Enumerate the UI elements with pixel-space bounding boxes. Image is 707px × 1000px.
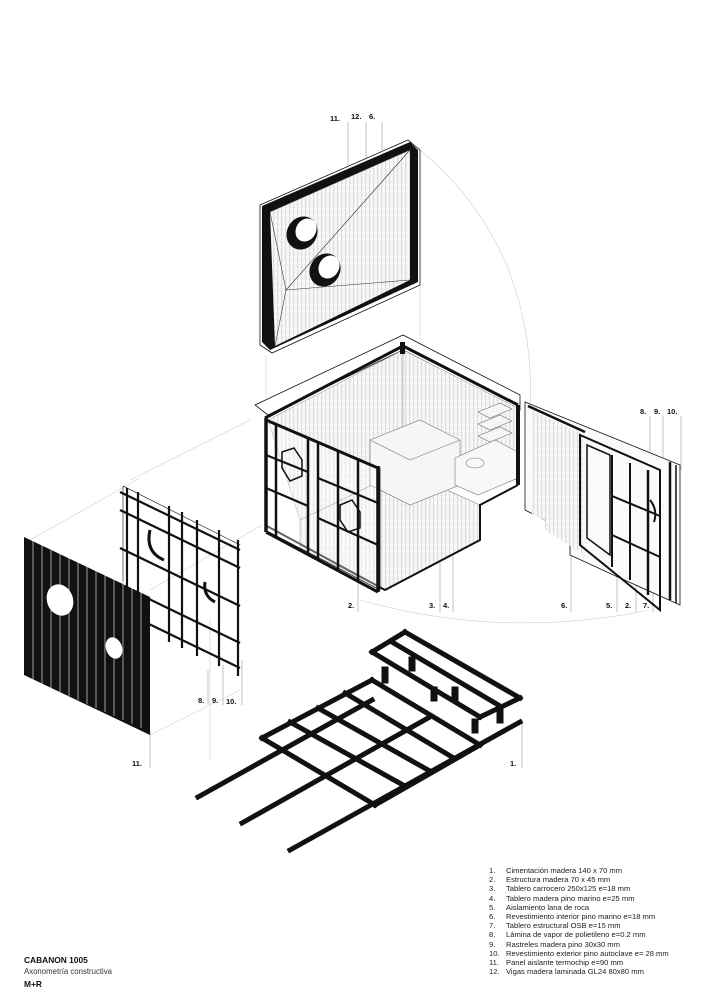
callout-roof-11: 11.	[330, 114, 341, 123]
callout-panel-9: 9.	[212, 696, 219, 705]
legend-item: 6.Revestimiento interior pino marino e=1…	[489, 912, 656, 922]
callout-wall-7: 7.	[643, 601, 650, 610]
callout-wall-5: 5.	[606, 601, 613, 610]
author-mark: M+R	[24, 979, 42, 989]
right-wall-assembly	[524, 401, 681, 613]
callout-right-wall-8: 8.	[640, 407, 647, 416]
materials-legend: 1.Cimentación madera 140 x 70 mm 2.Estru…	[489, 866, 669, 976]
battens-panel	[119, 485, 241, 676]
callout-right-wall-9: 9.	[654, 407, 661, 416]
callout-right-wall-10: 10.	[667, 407, 678, 416]
window-opening	[105, 637, 123, 659]
cabin-shell	[254, 334, 521, 594]
callout-leaders	[149, 122, 682, 768]
callout-room-2: 2.	[348, 601, 355, 610]
callout-roof-12: 12.	[351, 112, 362, 121]
legend-item: 12.Vigas madera laminada GL24 80x80 mm	[489, 967, 644, 977]
legend-item: 1.Cimentación madera 140 x 70 mm	[489, 866, 623, 875]
legend-item: 9.Rastreles madera pino 30x30 mm	[489, 939, 620, 949]
legend-item: 11.Panel aislante termochip e=90 mm	[489, 958, 624, 968]
legend-item: 4.Tablero madera pino marino e=25 mm	[489, 893, 635, 903]
callout-wall-2: 2.	[625, 601, 632, 610]
callout-panel-10: 10.	[226, 697, 237, 706]
legend-item: 3.Tablero carrocero 250x125 e=18 mm	[489, 884, 631, 894]
legend-item: 8.Lámina de vapor de polietileno e=0.2 m…	[489, 930, 646, 940]
foundation-frame	[194, 628, 524, 854]
callout-roof-6: 6.	[369, 112, 376, 121]
callout-wall-6: 6.	[561, 601, 568, 610]
callout-panel-8: 8.	[198, 696, 205, 705]
drawing-subtitle: Axonometría constructiva	[24, 967, 112, 976]
exterior-cladding-panel	[24, 537, 150, 735]
legend-item: 10.Revestimiento exterior pino autoclave…	[489, 948, 669, 958]
callout-room-4: 4.	[443, 601, 450, 610]
window-opening	[46, 584, 74, 616]
project-title: CABANON 1005	[24, 955, 88, 965]
legend-item: 7.Tablero estructural OSB e=15 mm	[489, 921, 621, 931]
front-wall-frame	[264, 418, 381, 594]
roof-panel	[259, 139, 421, 354]
title-block: CABANON 1005 Axonometría constructiva M+…	[24, 954, 112, 991]
callout-foundation-1: 1.	[510, 759, 517, 768]
legend-item: 5.Aislamiento lana de roca	[489, 902, 590, 912]
legend-item: 2.Estructura madera 70 x 45 mm	[489, 875, 611, 885]
callout-cladding-11: 11.	[132, 759, 143, 768]
callout-room-3: 3.	[429, 601, 436, 610]
